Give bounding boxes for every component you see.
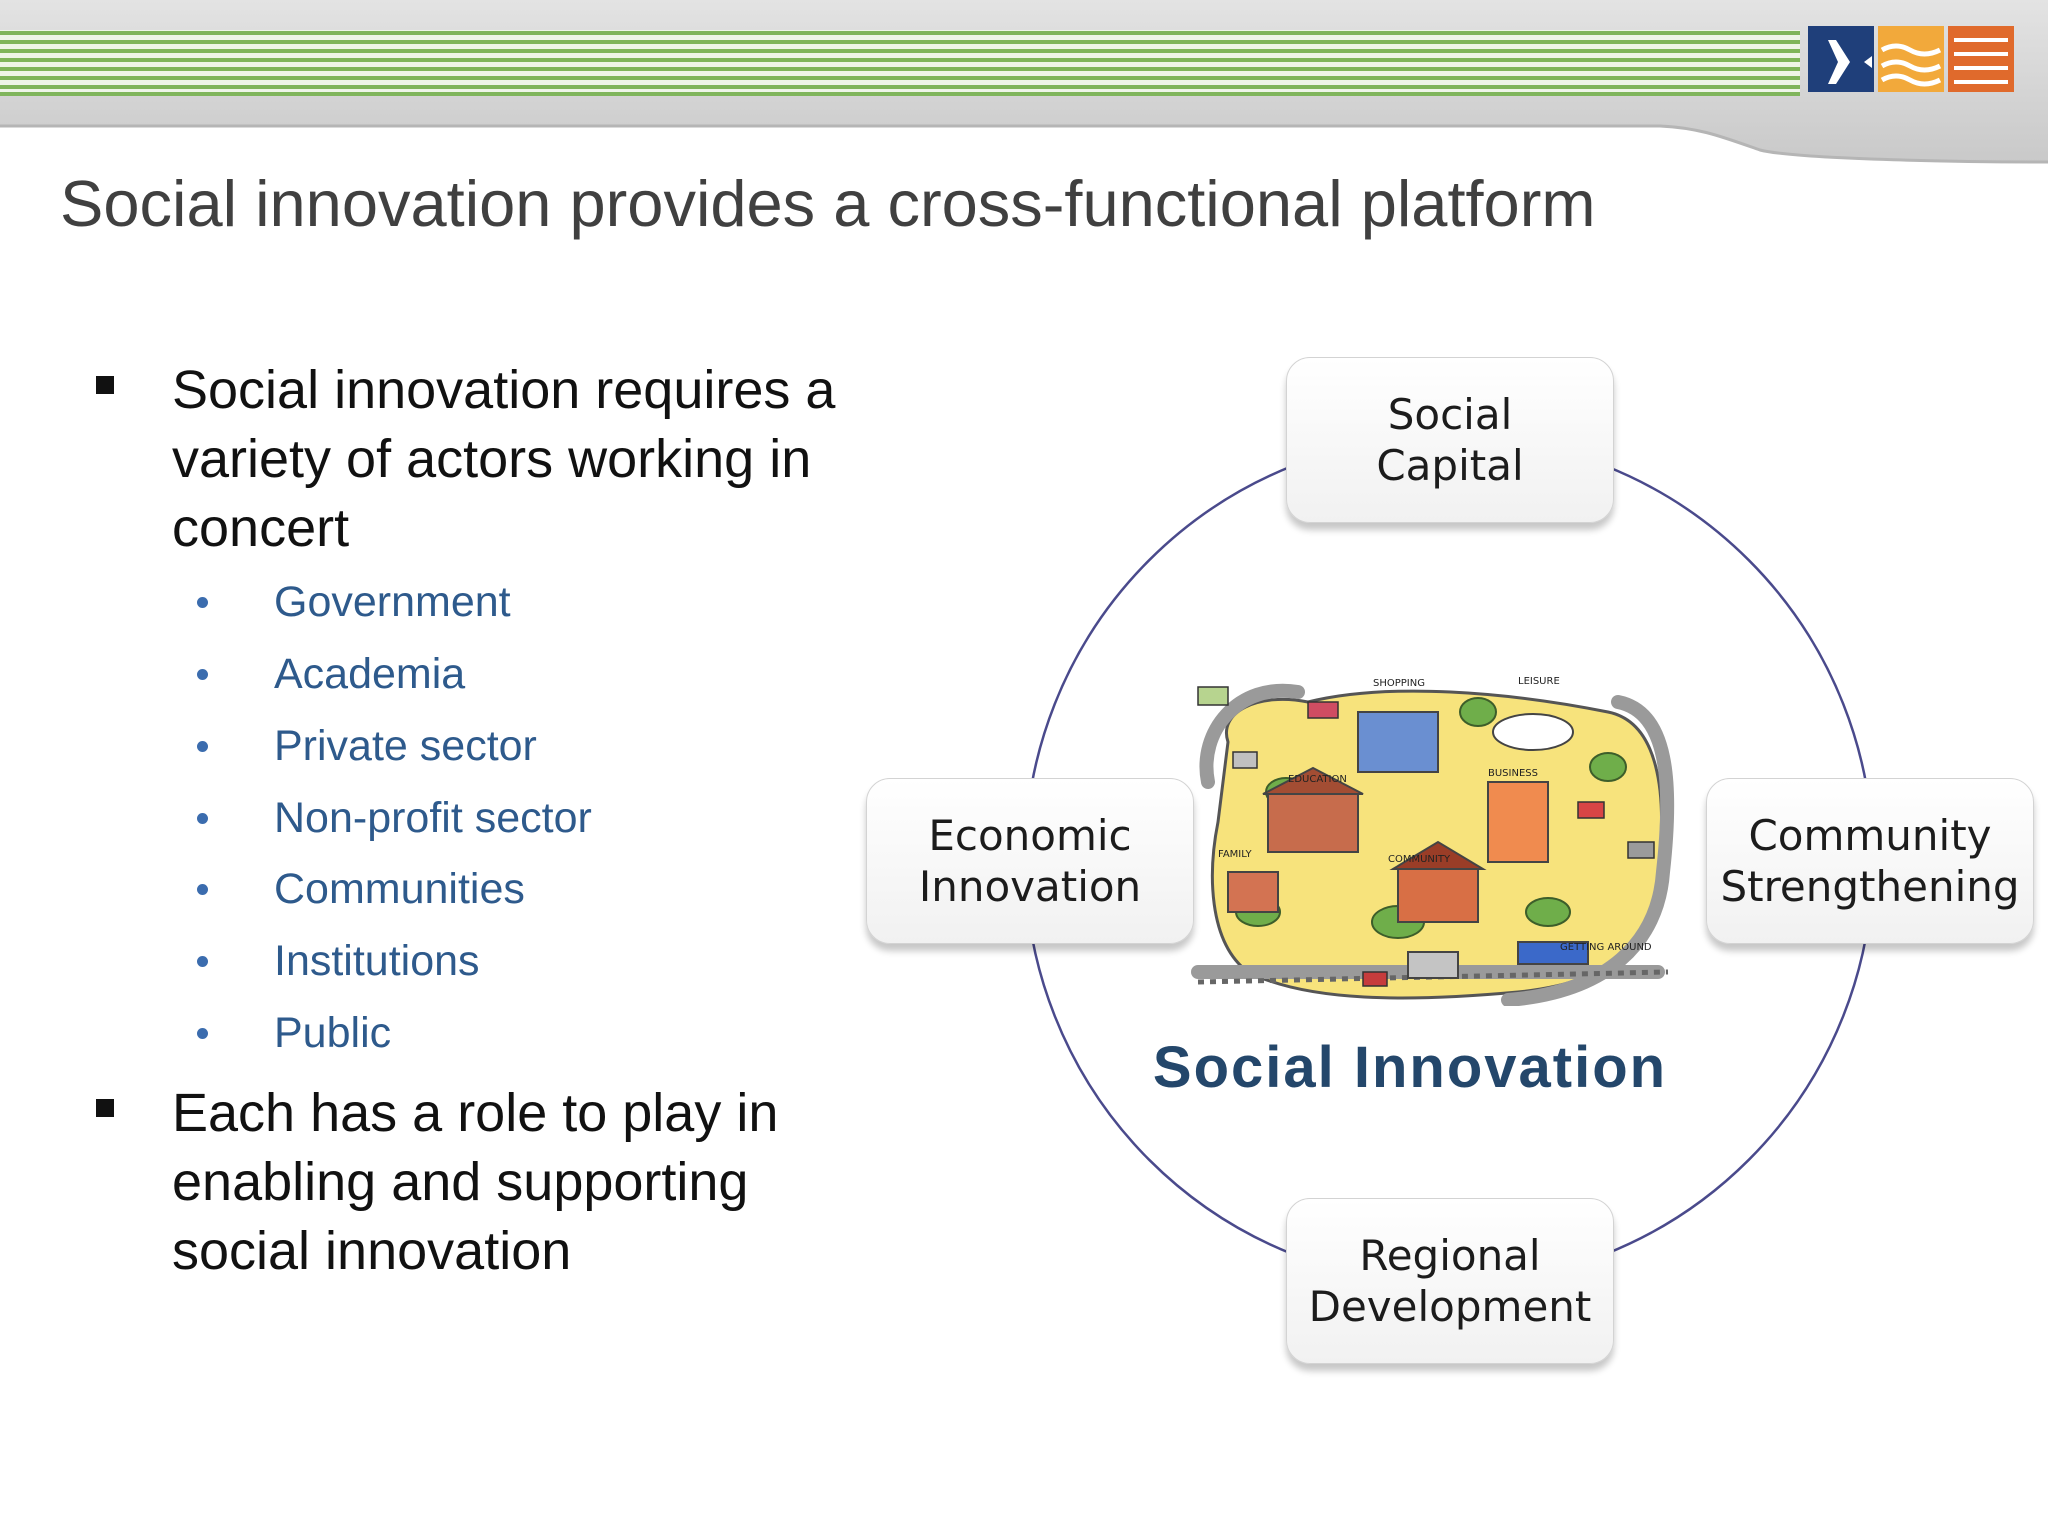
svg-text:BUSINESS: BUSINESS — [1488, 768, 1538, 779]
sub-item-private-sector: Private sector — [274, 722, 537, 770]
sub-bullet-dot — [197, 741, 208, 752]
sub-item-non-profit-sector: Non-profit sector — [274, 794, 592, 842]
town-buildings — [1227, 711, 1589, 979]
sub-bullet-dot — [197, 669, 208, 680]
town-labels: SHOPPING LEISURE EDUCATION BUSINESS FAMI… — [1218, 676, 1652, 953]
slide-title: Social innovation provides a cross-funct… — [60, 167, 1596, 240]
svg-text:LEISURE: LEISURE — [1518, 676, 1560, 687]
svg-text:COMMUNITY: COMMUNITY — [1388, 854, 1451, 865]
town-illustration: SHOPPING LEISURE EDUCATION BUSINESS FAMI… — [1191, 676, 1675, 1006]
sub-bullet-dot — [197, 956, 208, 967]
center-label: Social Innovation — [1152, 1035, 1668, 1100]
town-vehicles — [1197, 686, 1655, 987]
header-band — [0, 0, 2048, 164]
sub-item-government: Government — [274, 578, 511, 626]
main-bullet-2: Each has a role to play in enabling and … — [172, 1083, 779, 1281]
svg-text:EDUCATION: EDUCATION — [1288, 774, 1347, 785]
square-bullet — [96, 1099, 114, 1117]
svg-text:SHOPPING: SHOPPING — [1373, 678, 1425, 689]
sub-bullet-dot — [197, 1028, 208, 1039]
organization-logo — [1808, 26, 2014, 92]
sub-bullet-dot — [197, 884, 208, 895]
sub-bullet-dot — [197, 813, 208, 824]
svg-text:GETTING AROUND: GETTING AROUND — [1560, 942, 1652, 953]
sub-bullet-dot — [197, 597, 208, 608]
square-bullet — [96, 376, 114, 394]
main-bullet-1: Social innovation requires a variety of … — [172, 360, 836, 558]
sub-item-communities: Communities — [274, 865, 525, 913]
sub-item-public: Public — [274, 1009, 392, 1057]
sub-item-academia: Academia — [274, 650, 466, 698]
svg-text:FAMILY: FAMILY — [1218, 849, 1252, 860]
sub-item-institutions: Institutions — [274, 937, 480, 985]
